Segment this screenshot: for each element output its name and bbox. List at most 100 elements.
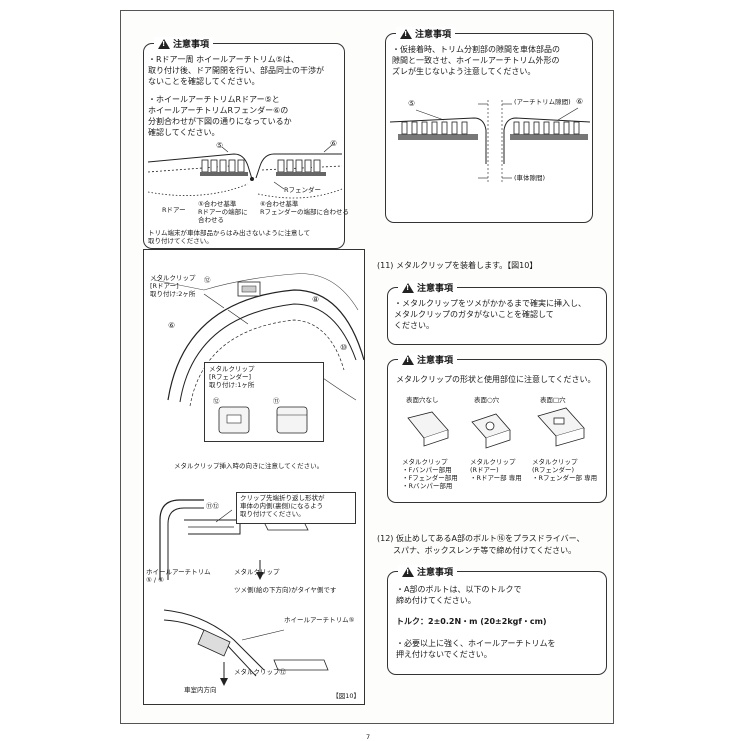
note-5-line: Rドアーの端部に — [198, 208, 248, 216]
warning-triangle-icon — [402, 282, 414, 293]
label-clip-rdoor: [Rドアー] — [150, 282, 179, 290]
caution-text: ズレが生じないよう注意してください。 — [392, 67, 536, 76]
callout-number: ⑪⑫ — [206, 502, 219, 510]
caution-heading-text: 注意事項 — [417, 568, 454, 578]
clip-type-heading: 表面穴なし — [406, 396, 439, 404]
caution-text: 締め付けてください。 — [396, 596, 476, 605]
label-body-gap: (車体隙間) — [514, 174, 546, 182]
clip-a-label: ・Fフェンダー部用 — [402, 474, 458, 482]
callout-text: 取り付けてください。 — [240, 510, 305, 518]
clip-b-label: ・Rドアー部 専用 — [470, 474, 522, 482]
caution-text: ください。 — [394, 321, 434, 330]
callout-12: ⑫ — [213, 397, 220, 405]
callout-box-clip-fold — [236, 492, 356, 524]
caution-heading-text: 注意事項 — [173, 40, 210, 50]
clip-orientation-drawing — [159, 499, 309, 580]
wheel-arch-drawing — [153, 273, 365, 407]
clip-a-label: ・Rバンパー部用 — [402, 482, 453, 490]
label-metal-clip: メタルクリップ — [234, 568, 280, 576]
caution-box-torque: 注意事項 ・A部のボルトは、以下のトルクで 締め付けてください。 トルク：2±0… — [387, 565, 607, 675]
caution-footnote: トリム端末が車体部品からはみ出さないように注意して — [148, 229, 311, 237]
caution-text: 押え付けないでください。 — [396, 650, 492, 659]
label-clip-rdoor: メタルクリップ — [150, 274, 196, 282]
callout-text: クリップ先端折り返し形状が — [240, 494, 325, 502]
caution-box-gap-alignment: 注意事項 ・仮接着時、トリム分割部の隙間を車体部品の 隙間と一致させ、ホイールア… — [385, 27, 593, 223]
note-6-line: ⑥合わせ基準 — [260, 200, 299, 208]
step-12: (12) 仮止めしてあるA部のボルト⑯をプラスドライバー、 — [377, 534, 585, 543]
insert-direction-note: メタルクリップ挿入時の向きに注意してください。 — [174, 462, 324, 470]
clip-c-label: メタルクリップ — [532, 458, 578, 466]
figure-10: メタルクリップ [Rドアー] 取り付け:2ヶ所 ⑫ ⑥ ⑧ ⑩ メタルクリップ … — [143, 249, 365, 705]
callout-10: ⑩ — [340, 343, 348, 352]
caution-text: ないことを確認してください。 — [148, 77, 260, 86]
warning-triangle-icon — [158, 38, 170, 49]
figure-label: 【図10】 — [332, 692, 360, 700]
caution-box-trim-interference: 注意事項 ・Rドア一周 ホイールアーチトリム⑤は、 取り付け後、ドア開閉を行い、… — [143, 37, 349, 249]
caution-text: ・Rドア一周 ホイールアーチトリム⑤は、 — [148, 55, 299, 64]
callout-text: 車体の内側(裏側)になるよう — [240, 502, 324, 510]
warning-triangle-icon — [402, 566, 414, 577]
caution-heading: 注意事項 — [396, 27, 456, 40]
clip-b-label: (Rドアー) — [470, 466, 499, 474]
label-trim-gap: (アーチトリム隙間) — [514, 98, 571, 106]
label-trim: ホイールアーチトリム — [146, 568, 211, 576]
label-clip-rdoor: 取り付け:2ヶ所 — [150, 290, 196, 298]
caution-footnote: 取り付けてください。 — [148, 237, 213, 245]
caution-box-clip-types: 注意事項 メタルクリップの形状と使用部位に注意してください。 表面穴なし 表面○… — [387, 353, 607, 503]
note-6-line: Rフェンダーの端部に合わせる — [260, 208, 350, 216]
caution-box-clip-insert: 注意事項 ・メタルクリップをツメがかかるまで確実に挿入し、 メタルクリップのガタ… — [387, 281, 607, 345]
label-trim: ⑤ / ⑥ — [146, 576, 164, 584]
claw-direction-note: ツメ側(絵の下方向)がタイヤ側です — [234, 586, 337, 594]
caution-text: メタルクリップの形状と使用部位に注意してください。 — [396, 375, 596, 384]
step-11: (11) メタルクリップを装着します。【図10】 — [377, 261, 538, 270]
caution-heading: 注意事項 — [398, 565, 458, 578]
trim-section-drawing — [163, 609, 329, 686]
label-clip-rfender: [Rフェンダー] — [209, 373, 252, 381]
caution-text: ホイールアーチトリムRフェンダー⑥の — [148, 106, 289, 115]
page-number: 7 — [366, 733, 371, 741]
caution-text: 分割合わせが下図の通りになっているか — [148, 117, 292, 126]
clip-type-drawings — [407, 407, 585, 449]
warning-triangle-icon — [402, 354, 414, 365]
clip-type-heading: 表面□穴 — [540, 396, 566, 404]
label-clip-rfender: メタルクリップ — [209, 365, 255, 373]
clip-c-label: ・Rフェンダー部 専用 — [532, 474, 598, 482]
note-5-line: 合わせる — [198, 216, 224, 224]
caution-text: ・ホイールアーチトリムRドアー⑤と — [148, 95, 280, 104]
trim-split-diagram — [147, 144, 343, 199]
caution-text: 隙間と一致させ、ホイールアーチトリム外形の — [392, 56, 560, 65]
clip-c-label: (Rフェンダー) — [532, 466, 575, 474]
caution-heading-text: 注意事項 — [417, 356, 454, 366]
callout-6: ⑥ — [330, 139, 338, 148]
clip-rfender-inset: メタルクリップ [Rフェンダー] 取り付け:1ヶ所 ⑫ ⑪ — [204, 362, 324, 442]
callout-11: ⑪ — [273, 397, 280, 405]
caution-heading-text: 注意事項 — [415, 30, 452, 40]
label-clip-rfender: 取り付け:1ヶ所 — [209, 381, 255, 389]
caution-text: ・仮接着時、トリム分割部の隙間を車体部品の — [392, 45, 560, 54]
gap-diagram — [389, 100, 591, 184]
label-rfender: Rフェンダー — [284, 186, 322, 194]
caution-text: ・必要以上に強く、ホイールアーチトリムを — [396, 639, 556, 648]
callout-5: ⑤ — [216, 141, 224, 150]
clip-a-label: ・Fバンパー部用 — [402, 466, 452, 474]
torque-spec: トルク：2±0.2N・m (20±2kgf・cm) — [396, 617, 547, 626]
label-trim-5: ホイールアーチトリム⑤ — [284, 616, 355, 624]
clip-b-label: メタルクリップ — [470, 458, 516, 466]
caution-text: 取り付け後、ドア開閉を行い、部品同士の干渉が — [148, 66, 324, 75]
clip-a-label: メタルクリップ — [402, 458, 448, 466]
caution-heading-text: 注意事項 — [417, 284, 454, 294]
caution-text: メタルクリップのガタがないことを確認して — [394, 310, 554, 319]
callout-12: ⑫ — [204, 276, 211, 284]
callout-8: ⑧ — [312, 295, 320, 304]
callout-6: ⑥ — [576, 97, 584, 106]
caution-text: 確認してください。 — [148, 128, 220, 137]
step-12: スパナ、ボックスレンチ等で締め付けてください。 — [393, 546, 577, 555]
caution-heading: 注意事項 — [154, 37, 214, 50]
callout-5: ⑤ — [408, 99, 416, 108]
caution-text: ・メタルクリップをツメがかかるまで確実に挿入し、 — [394, 299, 586, 308]
manual-page: 注意事項 ・Rドア一周 ホイールアーチトリム⑤は、 取り付け後、ドア開閉を行い、… — [120, 10, 614, 724]
label-rdoor: Rドアー — [162, 206, 186, 214]
caution-text: ・A部のボルトは、以下のトルクで — [396, 585, 522, 594]
callout-6: ⑥ — [168, 321, 176, 330]
label-metal-clip-12: メタルクリップ⑫ — [234, 668, 286, 676]
